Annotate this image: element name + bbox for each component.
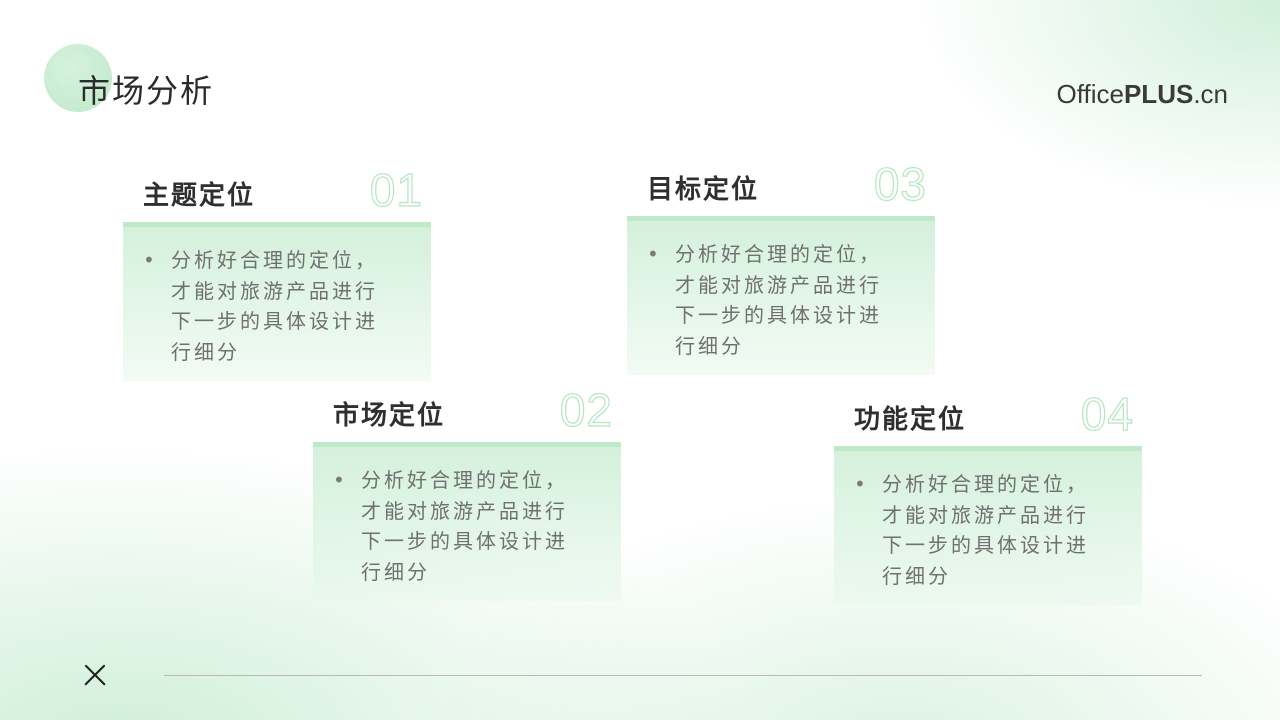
brand-logo: OfficePLUS.cn (1057, 78, 1228, 110)
card-divider (313, 442, 621, 447)
brand-logo-regular: Office (1056, 79, 1124, 109)
card-text: 分析好合理的定位，才能对旅游产品进行下一步的具体设计进行细分 (171, 248, 378, 364)
card-text: 分析好合理的定位，才能对旅游产品进行下一步的具体设计进行细分 (361, 468, 568, 584)
card-body: • 分析好合理的定位，才能对旅游产品进行下一步的具体设计进行细分 (313, 447, 621, 601)
card-number: 02 (559, 384, 613, 436)
card-header: 目标定位 03 (627, 158, 935, 216)
card-text: 分析好合理的定位，才能对旅游产品进行下一步的具体设计进行细分 (882, 472, 1089, 588)
card-header: 主题定位 01 (123, 164, 431, 222)
brand-logo-bold: PLUS (1123, 79, 1194, 109)
card-title: 功能定位 (854, 405, 967, 435)
card-number: 03 (873, 158, 927, 210)
bullet-icon: • (854, 472, 866, 496)
card-header: 功能定位 04 (834, 388, 1142, 446)
card-body: • 分析好合理的定位，才能对旅游产品进行下一步的具体设计进行细分 (834, 451, 1142, 605)
brand-logo-suffix: .cn (1193, 79, 1228, 109)
card-title: 市场定位 (333, 401, 446, 431)
card-body: • 分析好合理的定位，才能对旅游产品进行下一步的具体设计进行细分 (627, 221, 935, 375)
close-icon[interactable] (80, 660, 110, 690)
card-divider (123, 222, 431, 227)
footer-divider (164, 675, 1202, 676)
card-divider (627, 216, 935, 221)
card-title: 主题定位 (143, 181, 256, 211)
card-target-positioning: 目标定位 03 • 分析好合理的定位，才能对旅游产品进行下一步的具体设计进行细分 (627, 158, 935, 375)
card-number: 04 (1080, 388, 1134, 440)
card-body: • 分析好合理的定位，才能对旅游产品进行下一步的具体设计进行细分 (123, 227, 431, 381)
page-title: 市场分析 (78, 72, 215, 110)
card-text: 分析好合理的定位，才能对旅游产品进行下一步的具体设计进行细分 (675, 242, 882, 358)
bullet-icon: • (333, 468, 345, 492)
card-title: 目标定位 (647, 175, 760, 205)
card-number: 01 (369, 164, 423, 216)
card-header: 市场定位 02 (313, 384, 621, 442)
bullet-icon: • (647, 242, 659, 266)
card-function-positioning: 功能定位 04 • 分析好合理的定位，才能对旅游产品进行下一步的具体设计进行细分 (834, 388, 1142, 605)
card-theme-positioning: 主题定位 01 • 分析好合理的定位，才能对旅游产品进行下一步的具体设计进行细分 (123, 164, 431, 381)
card-divider (834, 446, 1142, 451)
bullet-icon: • (143, 248, 155, 272)
title-decoration-circle (44, 44, 112, 112)
card-market-positioning: 市场定位 02 • 分析好合理的定位，才能对旅游产品进行下一步的具体设计进行细分 (313, 384, 621, 601)
